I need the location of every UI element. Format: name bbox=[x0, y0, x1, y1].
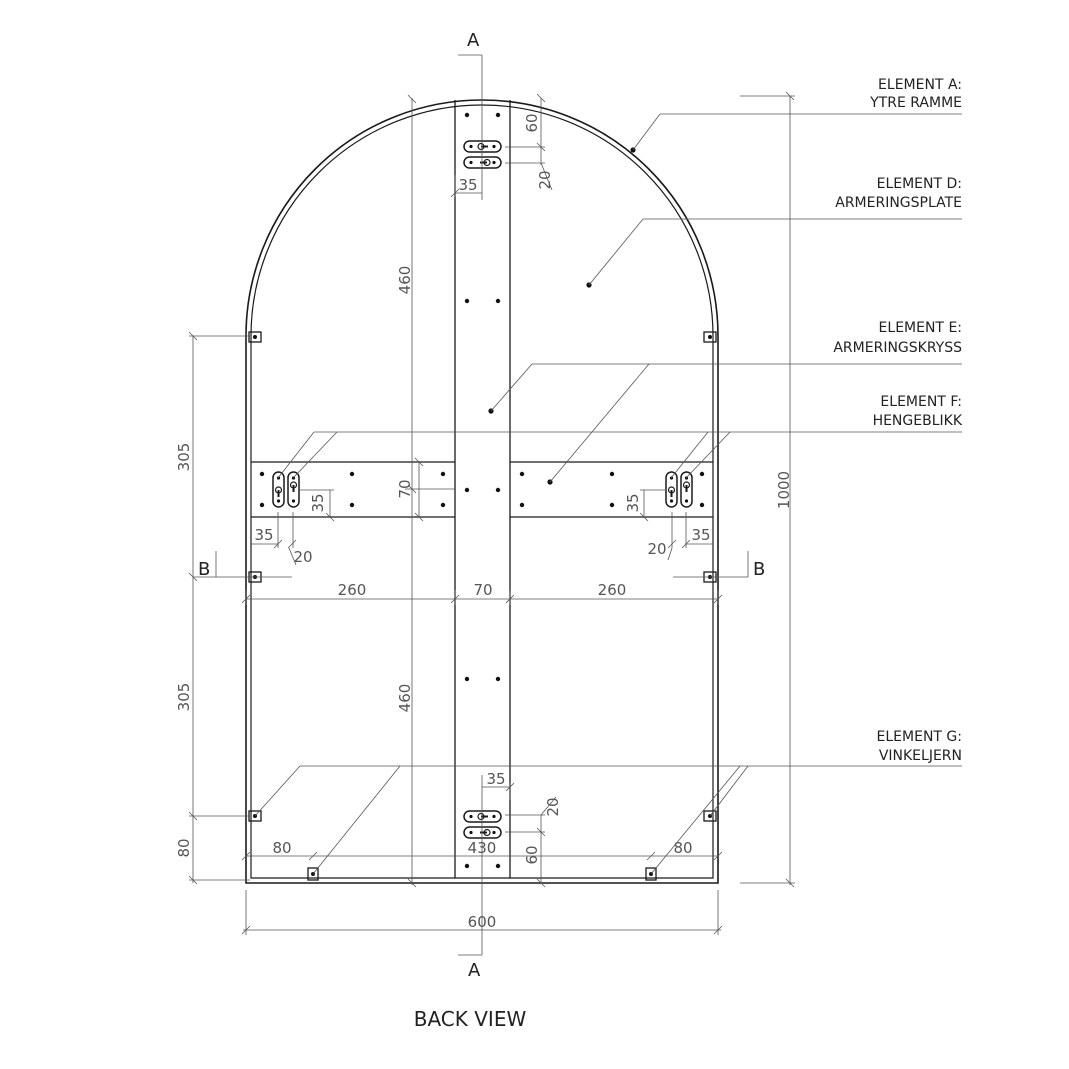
callout-e-line2: ARMERINGSKRYSS bbox=[833, 340, 962, 356]
dim-lower-460: 460 bbox=[396, 684, 414, 713]
dim-right-plate-35-vertical: 35 bbox=[624, 493, 642, 512]
dim-left-260: 260 bbox=[338, 581, 367, 599]
dim-bottom-20: 20 bbox=[544, 797, 562, 816]
callout-a-line2: YTRE RAMME bbox=[869, 95, 962, 111]
dim-bottom-80-right: 80 bbox=[673, 839, 692, 857]
callout-g-line2: VINKELJERN bbox=[879, 748, 962, 764]
dim-total-width: 600 bbox=[468, 913, 497, 931]
section-b-right-label: B bbox=[753, 559, 765, 580]
dim-left-plate-35-vertical: 35 bbox=[309, 493, 327, 512]
dim-left-plate-35-horizontal: 35 bbox=[254, 526, 273, 544]
dim-top-35: 35 bbox=[458, 176, 477, 194]
callout-d-line1: ELEMENT D: bbox=[877, 176, 962, 192]
hanging-plate-left-1 bbox=[272, 471, 285, 508]
callout-d-line2: ARMERINGSPLATE bbox=[835, 195, 962, 211]
hanging-plate-right-1 bbox=[665, 471, 678, 508]
dim-bottom-35: 35 bbox=[486, 770, 505, 788]
callout-e-line1: ELEMENT E: bbox=[879, 320, 962, 336]
dim-mid-70: 70 bbox=[473, 581, 492, 599]
dim-left-80: 80 bbox=[175, 838, 193, 857]
dim-inner-430: 430 bbox=[468, 839, 497, 857]
dim-left-plate-20: 20 bbox=[293, 548, 312, 566]
section-a-top-label: A bbox=[467, 30, 480, 51]
dim-bottom-60: 60 bbox=[523, 845, 541, 864]
dimension-lines bbox=[188, 91, 795, 935]
dim-bottom-80-left: 80 bbox=[272, 839, 291, 857]
vertical-reinforcement-strip bbox=[454, 100, 511, 878]
section-line-a bbox=[458, 54, 483, 956]
dim-total-height: 1000 bbox=[775, 471, 793, 509]
section-b-left-label: B bbox=[198, 559, 210, 580]
hanging-plate-bottom-2 bbox=[463, 826, 502, 839]
hanging-plate-bottom-1 bbox=[463, 810, 502, 823]
hanging-plate-top-2 bbox=[463, 156, 502, 169]
dim-top-60: 60 bbox=[523, 113, 541, 132]
horizontal-reinforcement-band bbox=[251, 461, 713, 518]
callout-a-line1: ELEMENT A: bbox=[878, 77, 962, 93]
callout-f-line2: HENGEBLIKK bbox=[873, 413, 963, 429]
section-a-bottom-label: A bbox=[468, 960, 481, 981]
dim-left-305-upper: 305 bbox=[175, 443, 193, 472]
dim-right-260: 260 bbox=[598, 581, 627, 599]
callout-f-line1: ELEMENT F: bbox=[880, 394, 962, 410]
drawing-title: BACK VIEW bbox=[414, 1007, 527, 1031]
hanging-plate-right-2 bbox=[680, 471, 693, 508]
callout-g-line1: ELEMENT G: bbox=[877, 729, 962, 745]
dim-left-305-lower: 305 bbox=[175, 683, 193, 712]
dim-upper-460: 460 bbox=[396, 266, 414, 295]
dim-right-plate-35-horizontal: 35 bbox=[691, 526, 710, 544]
outer-frame bbox=[245, 99, 719, 884]
angle-irons bbox=[248, 331, 717, 881]
dim-right-plate-20: 20 bbox=[647, 540, 666, 558]
hanging-plate-top-1 bbox=[463, 140, 502, 153]
dim-top-20: 20 bbox=[536, 170, 554, 189]
dim-band-70: 70 bbox=[396, 479, 414, 498]
section-line-b bbox=[193, 551, 749, 578]
callout-leaders bbox=[254, 113, 962, 875]
